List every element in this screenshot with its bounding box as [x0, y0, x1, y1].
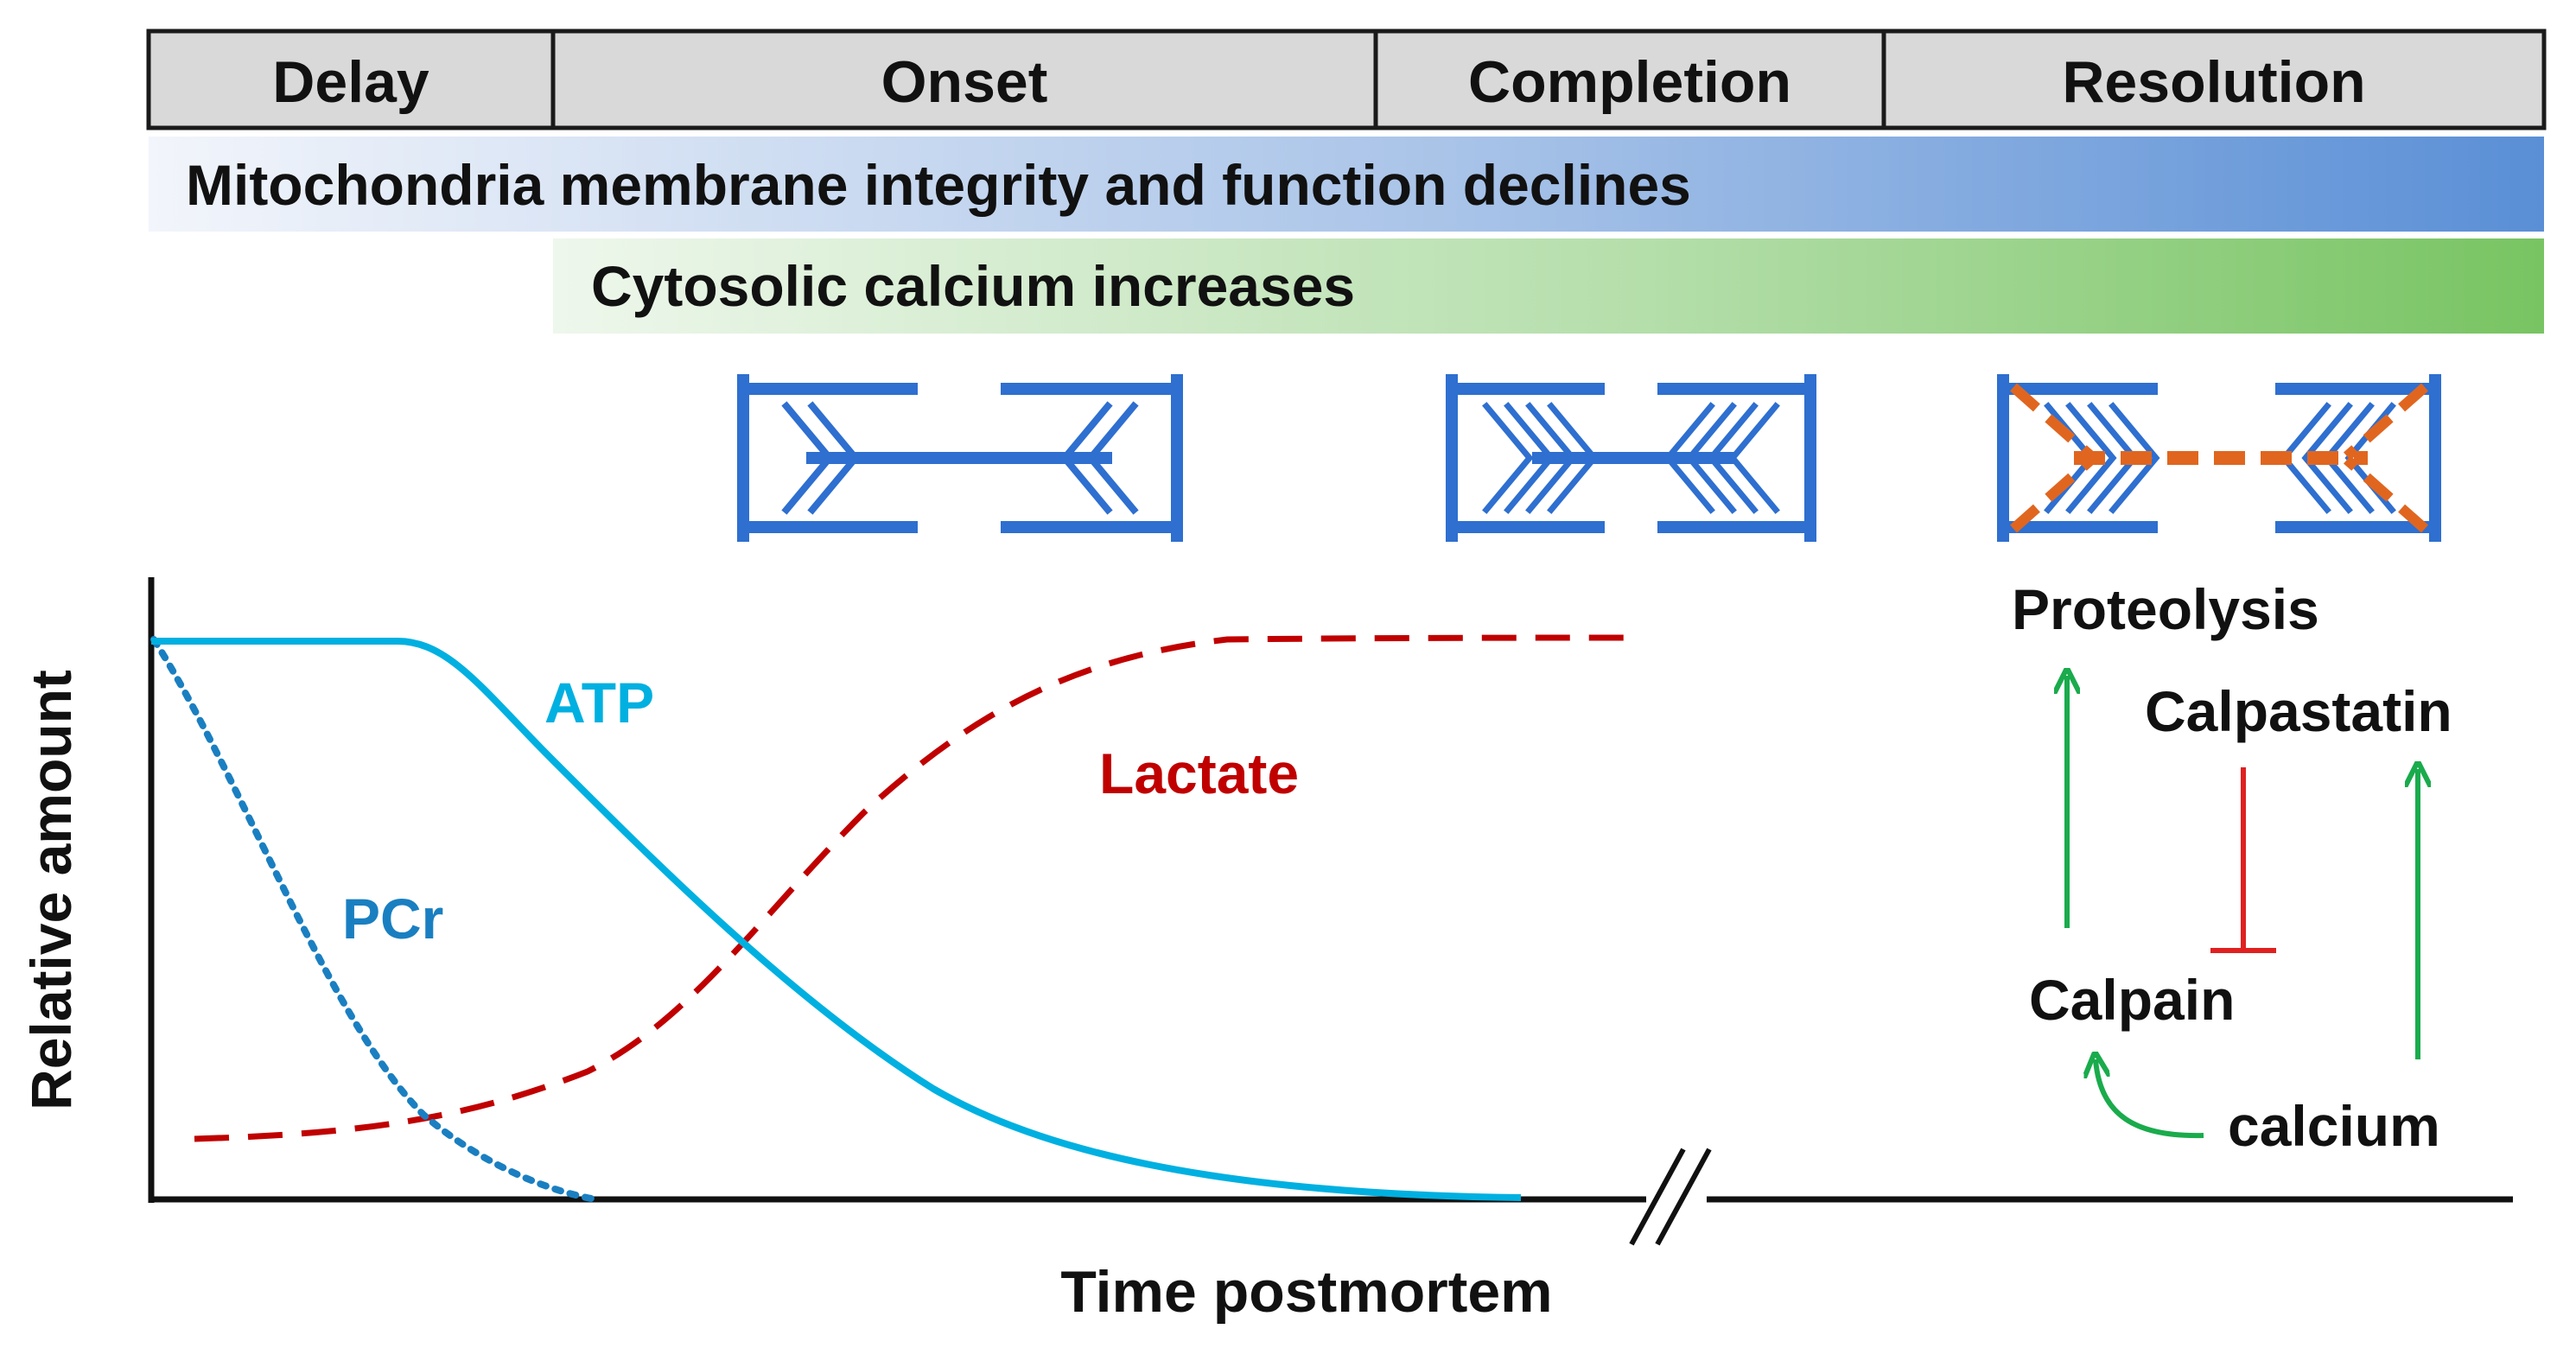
lactate-label: Lactate	[1099, 741, 1299, 805]
calcium-band	[553, 238, 2544, 334]
phase-resolution: Resolution	[2062, 49, 2365, 115]
phase-delay: Delay	[272, 49, 429, 115]
proteolysis-label: Proteolysis	[2012, 577, 2319, 641]
atp-label: ATP	[544, 671, 654, 734]
calpastatin-inhibits-calpain-icon	[2210, 767, 2276, 953]
phase-completion: Completion	[1468, 49, 1791, 115]
phase-header-frame	[146, 29, 2547, 130]
calcium-label: calcium	[2228, 1094, 2440, 1158]
calpain-label: Calpain	[2029, 968, 2235, 1032]
sarcomere-completion-icon	[1446, 374, 1816, 542]
atp-curve	[151, 638, 1522, 1201]
axis-break-mark	[1655, 1148, 1712, 1246]
pcr-label: PCr	[342, 887, 443, 951]
lactate-curve	[194, 634, 1625, 1142]
x-axis-label: Time postmortem	[1060, 1259, 1552, 1325]
phase-header: Delay Onset Completion Resolution	[146, 29, 2547, 130]
pcr-curve	[150, 636, 600, 1203]
y-axis-label: Relative amount	[19, 670, 83, 1110]
calcium-to-calpain-arrow-icon	[2096, 1059, 2204, 1139]
calpastatin-label: Calpastatin	[2145, 679, 2452, 743]
degraded-filament-icon	[2010, 383, 2428, 533]
axis-break-mark	[1629, 1148, 1686, 1246]
chart-axes	[148, 577, 2513, 1246]
sarcomere-onset-icon	[737, 374, 1183, 542]
mitochondria-band-label: Mitochondria membrane integrity and func…	[186, 153, 1691, 217]
phase-onset: Onset	[881, 49, 1048, 115]
mitochondria-band	[149, 137, 2544, 232]
calcium-band-label: Cytosolic calcium increases	[591, 254, 1355, 318]
